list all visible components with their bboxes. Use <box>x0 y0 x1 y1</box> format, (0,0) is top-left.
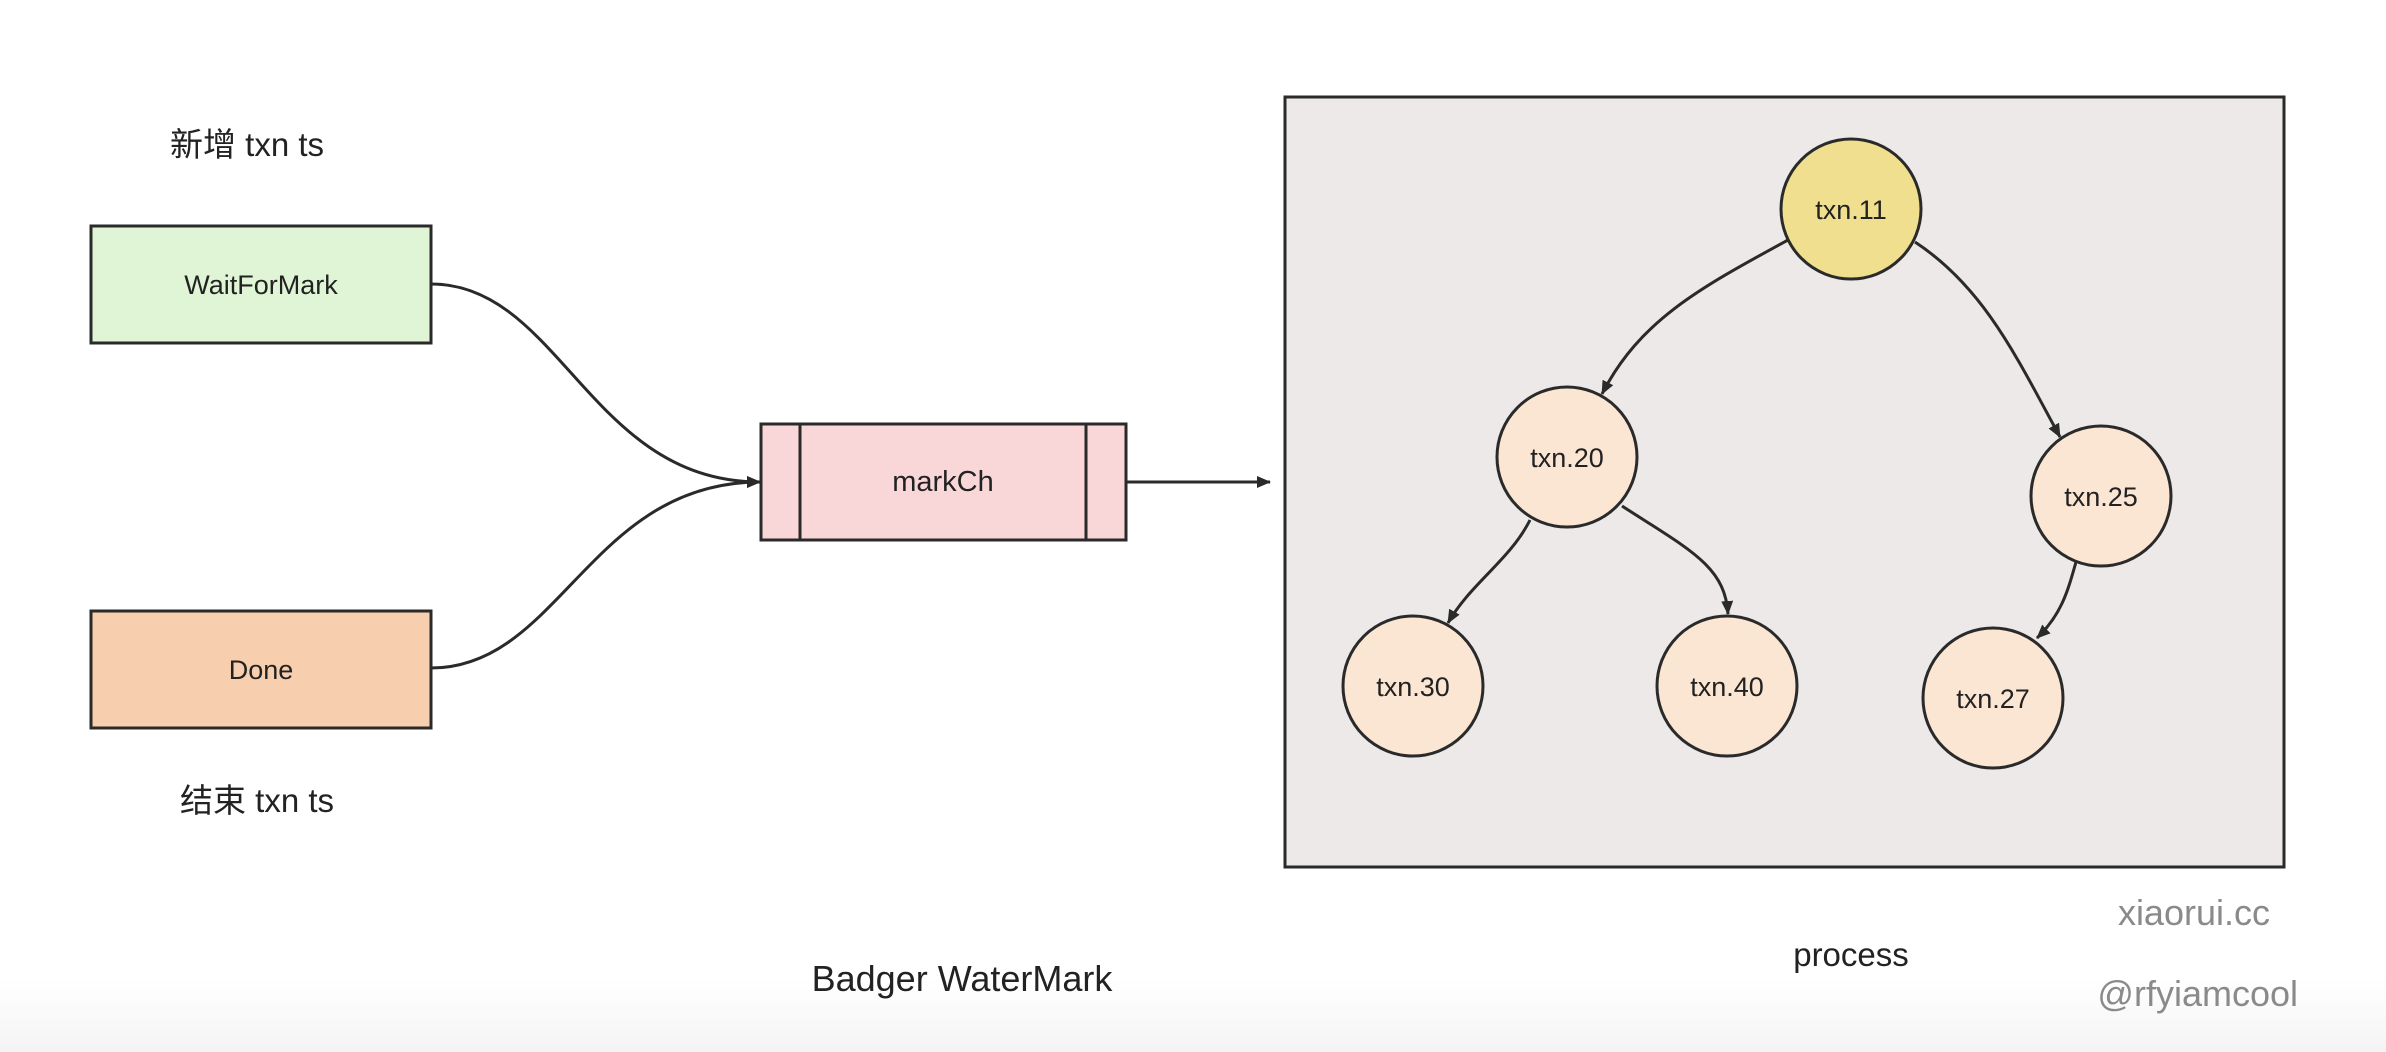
heap-node-25-label: txn.25 <box>2064 482 2138 512</box>
edge-20-30 <box>1446 519 1532 624</box>
heap-node-40: txn.40 <box>1655 614 1799 758</box>
heap-node-20: txn.20 <box>1495 385 1639 529</box>
done-to-markch-edge <box>430 476 761 670</box>
heap-node-30-label: txn.30 <box>1376 672 1450 702</box>
diagram-title: Badger WaterMark <box>812 958 1114 999</box>
watermark-site: xiaorui.cc <box>2118 892 2270 933</box>
add-ts-label: 新增 txn ts <box>170 126 324 163</box>
done-label: Done <box>229 655 294 685</box>
heap-node-25: txn.25 <box>2029 424 2173 568</box>
edge-11-20 <box>1600 238 1789 395</box>
markch-label: markCh <box>892 466 994 498</box>
heap-node-root: txn.11 <box>1779 137 1923 281</box>
process-label: process <box>1793 936 1909 973</box>
end-ts-label: 结束 txn ts <box>180 782 334 819</box>
edge-11-25 <box>1914 240 2062 438</box>
wait-for-mark-label: WaitForMark <box>184 270 338 300</box>
heap-node-40-label: txn.40 <box>1690 672 1764 702</box>
heap-node-20-label: txn.20 <box>1530 443 1604 473</box>
done-node: Done <box>89 609 433 730</box>
wait-to-markch-edge <box>430 282 761 488</box>
wait-for-mark-node: WaitForMark <box>89 224 433 345</box>
heap-node-27: txn.27 <box>1921 626 2065 770</box>
watermark-handle: @rfyiamcool <box>2097 973 2298 1014</box>
edge-20-40 <box>1621 504 1734 615</box>
heap-node-root-label: txn.11 <box>1815 195 1887 225</box>
markch-node: markCh <box>759 422 1128 542</box>
edge-25-27 <box>2035 561 2078 640</box>
heap-node-27-label: txn.27 <box>1956 684 2030 714</box>
heap-node-30: txn.30 <box>1341 614 1485 758</box>
